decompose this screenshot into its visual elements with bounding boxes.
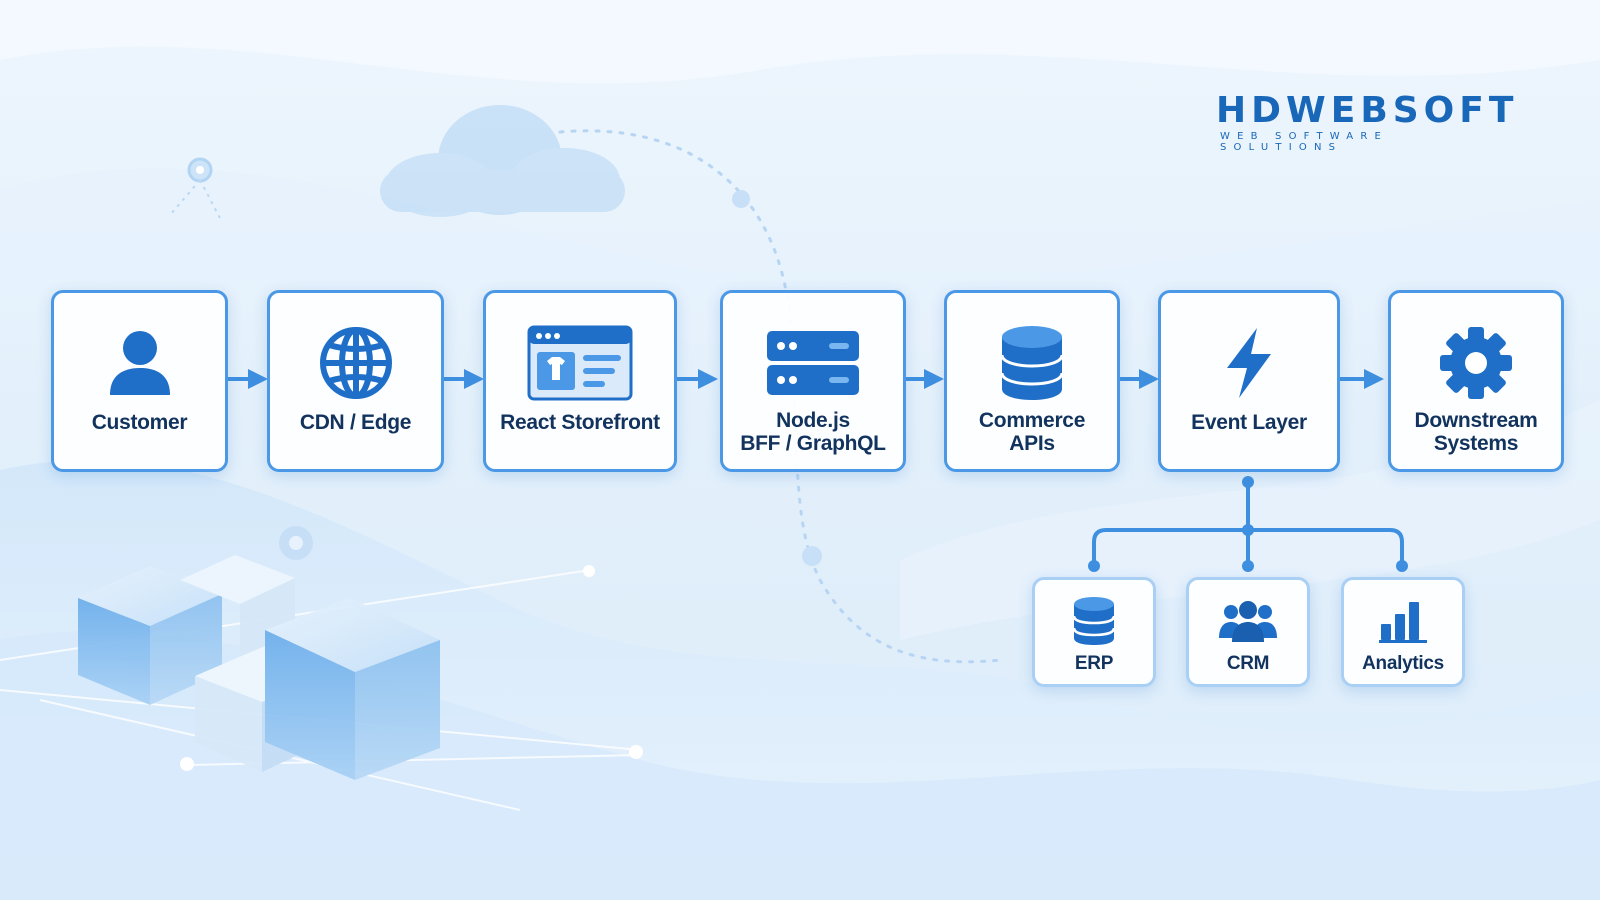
database-icon <box>1000 326 1064 400</box>
node-label: Event Layer <box>1191 411 1307 434</box>
logo-tagline: WEB SOFTWARE SOLUTIONS <box>1220 131 1388 153</box>
user-icon <box>109 331 170 395</box>
gear-icon <box>1440 327 1512 399</box>
node-cdn-edge: CDN / Edge <box>267 290 444 472</box>
node-downstream-systems: Downstream Systems <box>1388 290 1564 472</box>
globe-icon <box>319 327 392 399</box>
server-icon <box>767 331 859 395</box>
node-customer: Customer <box>51 290 228 472</box>
node-label: React Storefront <box>500 411 660 434</box>
logo-wordmark: HDWEBSOFT <box>1216 90 1519 131</box>
node-analytics: Analytics <box>1341 577 1465 687</box>
node-react-storefront: React Storefront <box>483 290 677 472</box>
users-icon <box>1219 601 1277 642</box>
node-label: ERP <box>1074 653 1114 674</box>
node-commerce-apis: Commerce APIs <box>944 290 1120 472</box>
cloud-icon <box>380 105 625 217</box>
database-icon <box>1073 597 1115 645</box>
node-label: Node.js BFF / GraphQL <box>740 409 886 455</box>
node-label: CDN / Edge <box>299 411 412 434</box>
node-crm: CRM <box>1186 577 1310 687</box>
node-label: Customer <box>91 411 188 434</box>
node-erp: ERP <box>1032 577 1156 687</box>
bar-chart-icon <box>1379 602 1427 643</box>
browser-window-icon <box>527 325 633 401</box>
hdwebsoft-logo: HDWEBSOFT WEB SOFTWARE SOLUTIONS <box>1216 90 1519 154</box>
node-nodejs-bff: Node.js BFF / GraphQL <box>720 290 906 472</box>
node-label: Commerce APIs <box>978 409 1086 455</box>
node-event-layer: Event Layer <box>1158 290 1340 472</box>
cube-illustration <box>78 555 440 780</box>
node-label: Downstream Systems <box>1414 409 1538 455</box>
lightning-icon <box>1227 328 1271 398</box>
node-label: CRM <box>1226 653 1270 674</box>
node-label: Analytics <box>1362 653 1444 674</box>
